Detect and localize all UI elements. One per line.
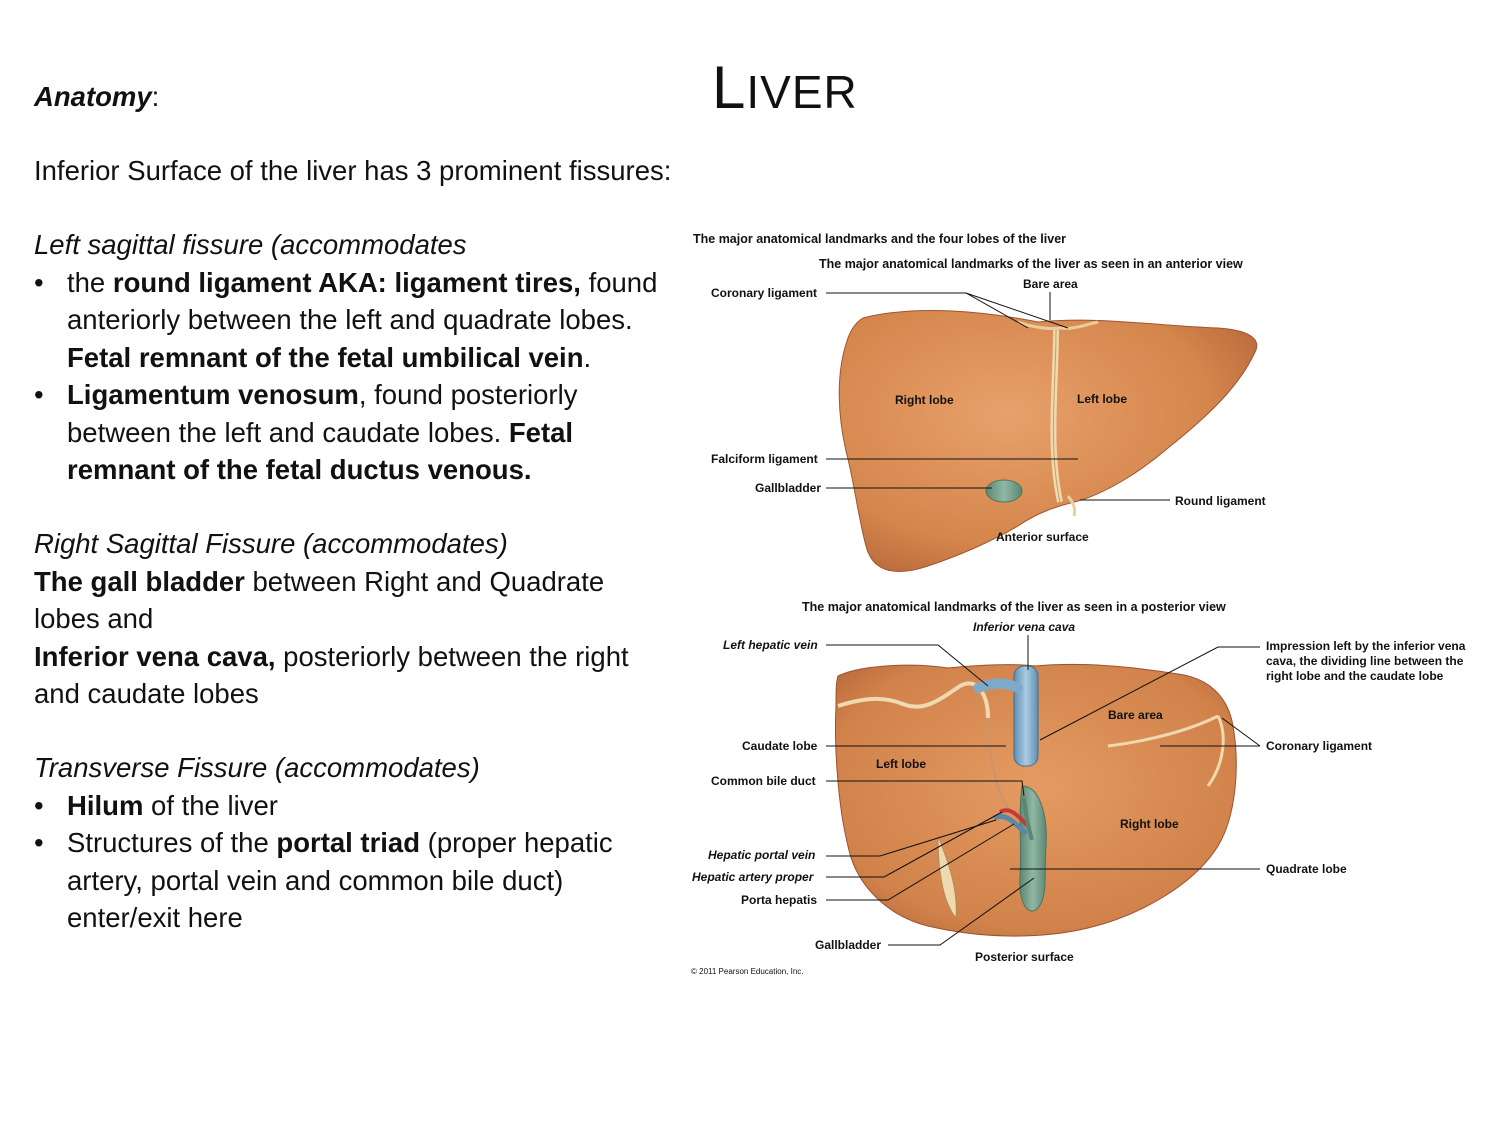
anatomy-text: Anatomy: Inferior Surface of the liver h…: [34, 78, 674, 937]
posterior-caption: The major anatomical landmarks of the li…: [802, 600, 1226, 614]
label-coronary-ligament-posterior: Coronary ligament: [1266, 739, 1372, 753]
label-coronary-ligament: Coronary ligament: [711, 286, 817, 300]
label-impression-3: right lobe and the caudate lobe: [1266, 669, 1444, 683]
page-title: LIVER: [712, 54, 858, 121]
label-bare-area: Bare area: [1023, 277, 1078, 291]
posterior-liver: [835, 663, 1237, 937]
bullet-icon: •: [34, 266, 44, 298]
anatomy-heading: Anatomy:: [34, 81, 160, 112]
label-left-hepatic-vein: Left hepatic vein: [723, 638, 818, 652]
gall-bladder-text: The gall bladder between Right and Quadr…: [34, 565, 605, 635]
label-right-lobe: Right lobe: [895, 393, 954, 407]
anterior-liver: [838, 310, 1258, 572]
label-gallbladder: Gallbladder: [755, 481, 821, 495]
bullet-icon: •: [34, 827, 44, 858]
bullet-icon: •: [34, 379, 44, 410]
copyright: © 2011 Pearson Education, Inc.: [691, 967, 803, 976]
figure-main-caption: The major anatomical landmarks and the f…: [693, 232, 1066, 246]
label-round-ligament: Round ligament: [1175, 494, 1266, 508]
label-caudate-lobe: Caudate lobe: [742, 739, 818, 753]
label-right-lobe-posterior: Right lobe: [1120, 817, 1179, 831]
anterior-caption: The major anatomical landmarks of the li…: [819, 257, 1243, 271]
label-left-lobe-posterior: Left lobe: [876, 757, 926, 771]
label-left-lobe: Left lobe: [1077, 392, 1127, 406]
label-impression-2: cava, the dividing line between the: [1266, 654, 1464, 668]
label-falciform-ligament: Falciform ligament: [711, 452, 818, 466]
transverse-heading: Transverse Fissure (accommodates): [34, 752, 480, 783]
intro-text: Inferior Surface of the liver has 3 prom…: [34, 155, 672, 186]
bullet-icon: •: [34, 789, 44, 821]
label-anterior-surface: Anterior surface: [996, 530, 1089, 544]
label-impression-1: Impression left by the inferior vena: [1266, 639, 1466, 653]
label-hepatic-portal-vein: Hepatic portal vein: [708, 848, 815, 862]
list-item: • Hilum of the liver: [34, 787, 674, 825]
label-inferior-vena-cava: Inferior vena cava: [973, 620, 1075, 634]
liver-figure: The major anatomical landmarks and the f…: [691, 232, 1466, 976]
right-sagittal-heading: Right Sagittal Fissure (accommodates): [34, 528, 508, 559]
label-quadrate-lobe: Quadrate lobe: [1266, 862, 1347, 876]
label-bare-area-posterior: Bare area: [1108, 708, 1163, 722]
label-posterior-surface: Posterior surface: [975, 950, 1074, 964]
label-common-bile-duct: Common bile duct: [711, 774, 816, 788]
label-gallbladder-posterior: Gallbladder: [815, 938, 881, 952]
list-item: • the round ligament AKA: ligament tires…: [34, 264, 674, 377]
ivc-text: Inferior vena cava, posteriorly between …: [34, 640, 629, 710]
list-item: • Structures of the portal triad (proper…: [34, 824, 674, 937]
label-porta-hepatis: Porta hepatis: [741, 893, 817, 907]
list-item: • Ligamentum venosum, found posteriorly …: [34, 376, 674, 489]
left-sagittal-heading: Left sagittal fissure (accommodates: [34, 229, 467, 260]
label-hepatic-artery-proper: Hepatic artery proper: [692, 870, 815, 884]
